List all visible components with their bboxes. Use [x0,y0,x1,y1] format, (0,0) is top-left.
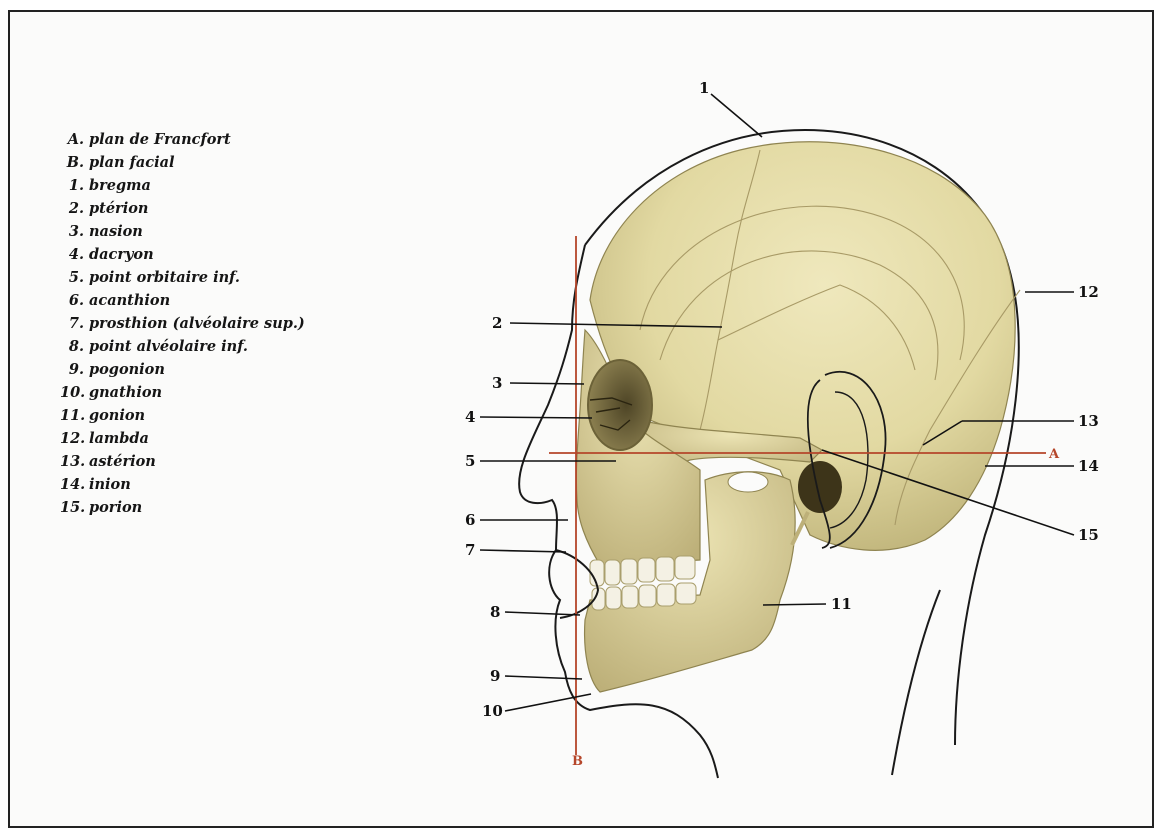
leader-7 [480,550,566,552]
leader-8 [505,612,580,615]
callout-9: 9 [490,667,500,685]
leader-9 [505,676,582,679]
leader-3 [510,383,584,384]
callout-8: 8 [490,603,500,621]
callout-13: 13 [1078,412,1099,430]
callout-6: 6 [465,511,475,529]
callout-2: 2 [492,314,502,332]
callout-14: 14 [1078,457,1099,475]
facial-plane-label: B [572,754,583,769]
leader-1 [711,94,762,137]
callout-5: 5 [465,452,475,470]
external-acoustic-meatus [798,461,842,513]
callout-10: 10 [482,702,503,720]
neck-back-contour [892,590,940,775]
callout-15: 15 [1078,526,1099,544]
callout-3: 3 [492,374,502,392]
frankfort-plane-label: A [1048,447,1060,462]
leader-11 [763,604,826,605]
sigmoid-notch [728,472,768,492]
callout-4: 4 [465,408,475,426]
leader-4 [480,417,592,418]
callout-12: 12 [1078,283,1099,301]
callout-11: 11 [831,595,852,613]
orbit [588,360,652,450]
callout-7: 7 [465,541,475,559]
callout-1: 1 [699,79,709,97]
